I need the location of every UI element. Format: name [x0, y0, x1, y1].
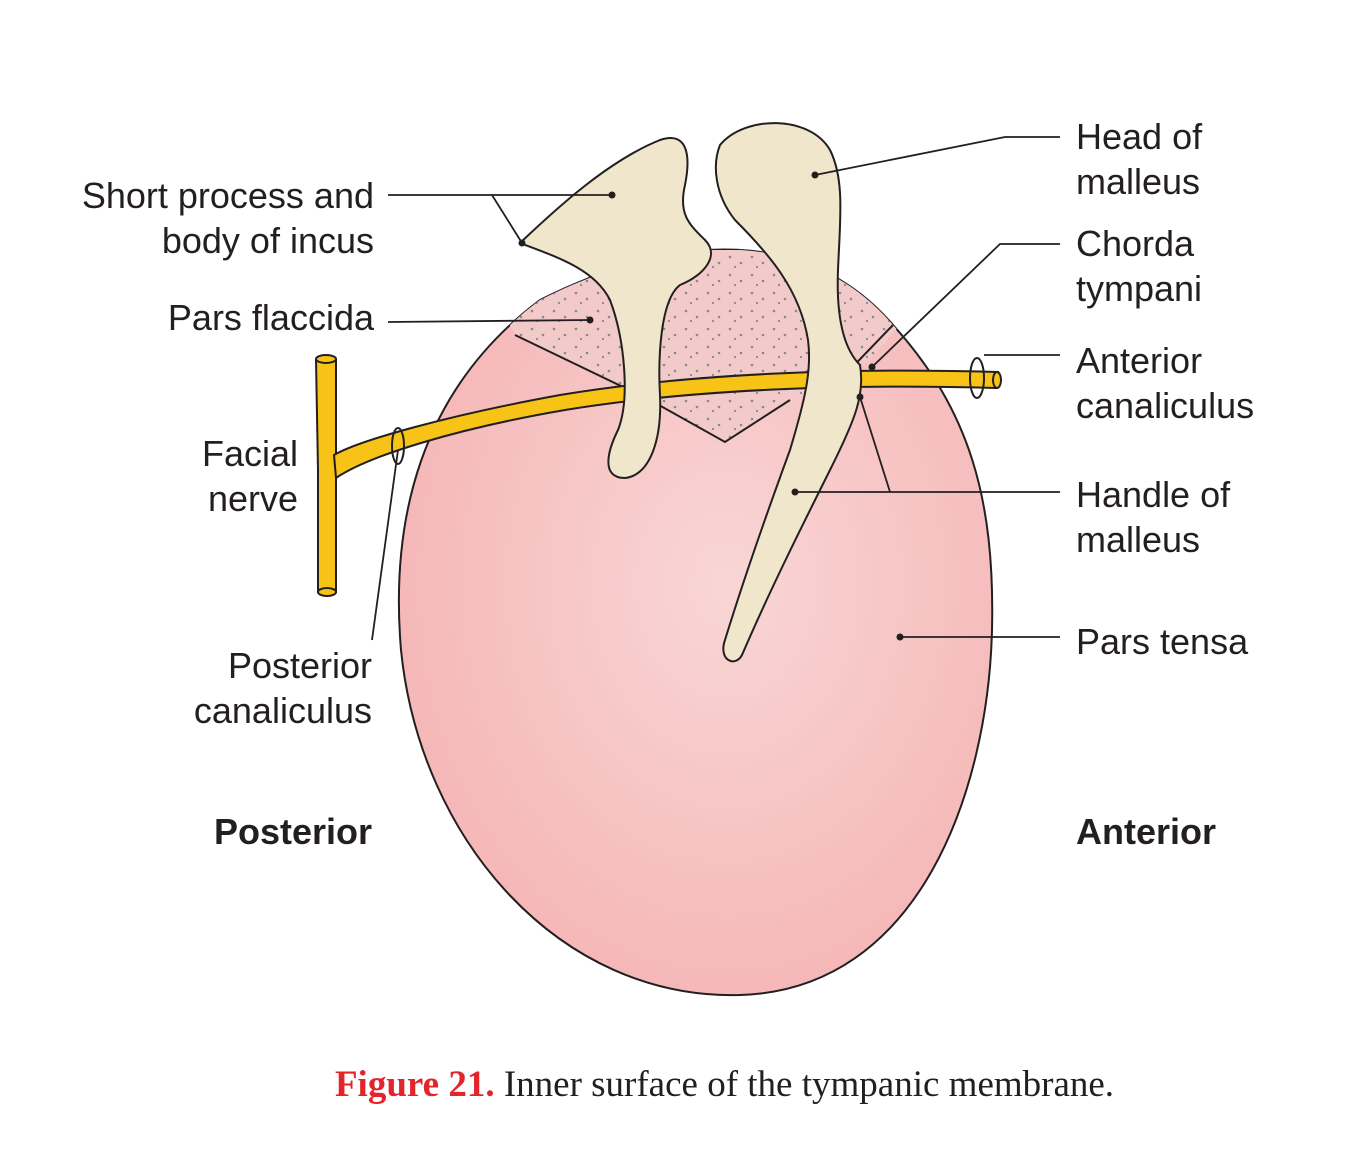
- label-anterior-canaliculus-1: Anterior: [1076, 340, 1202, 381]
- label-pars-tensa: Pars tensa: [1076, 621, 1249, 662]
- label-short-process-2: body of incus: [162, 220, 374, 261]
- label-anterior: Anterior: [1076, 811, 1216, 852]
- label-head-malleus-1: Head of: [1076, 116, 1203, 157]
- label-handle-malleus-1: Handle of: [1076, 474, 1231, 515]
- label-chorda-tympani-1: Chorda: [1076, 223, 1195, 264]
- label-chorda-tympani-2: tympani: [1076, 268, 1202, 309]
- leader-lines: [371, 136, 1060, 641]
- figure-caption-text: Inner surface of the tympanic membrane.: [494, 1064, 1115, 1105]
- posterior-canaliculus-ring: [391, 427, 405, 465]
- label-head-malleus-2: malleus: [1076, 161, 1200, 202]
- label-posterior-canaliculus-2: canaliculus: [194, 690, 372, 731]
- facial-nerve-shape: [314, 359, 337, 593]
- leader-dots: [518, 171, 904, 641]
- label-pars-flaccida: Pars flaccida: [168, 297, 375, 338]
- malleus-shape: [714, 122, 863, 663]
- figure-caption: Figure 21. Inner surface of the tympanic…: [0, 1063, 1359, 1106]
- label-short-process-1: Short process and: [82, 175, 374, 216]
- label-handle-malleus-2: malleus: [1076, 519, 1200, 560]
- label-facial-nerve-1: Facial: [202, 433, 298, 474]
- anterior-canaliculus-ring: [969, 357, 985, 399]
- label-posterior-canaliculus-1: Posterior: [228, 645, 372, 686]
- figure-number: Figure 21.: [334, 1064, 495, 1105]
- label-facial-nerve-2: nerve: [208, 478, 298, 519]
- label-anterior-canaliculus-2: canaliculus: [1076, 385, 1254, 426]
- incus-shape: [518, 137, 712, 480]
- pars-flaccida-speckle: [470, 250, 900, 442]
- label-posterior: Posterior: [214, 811, 372, 852]
